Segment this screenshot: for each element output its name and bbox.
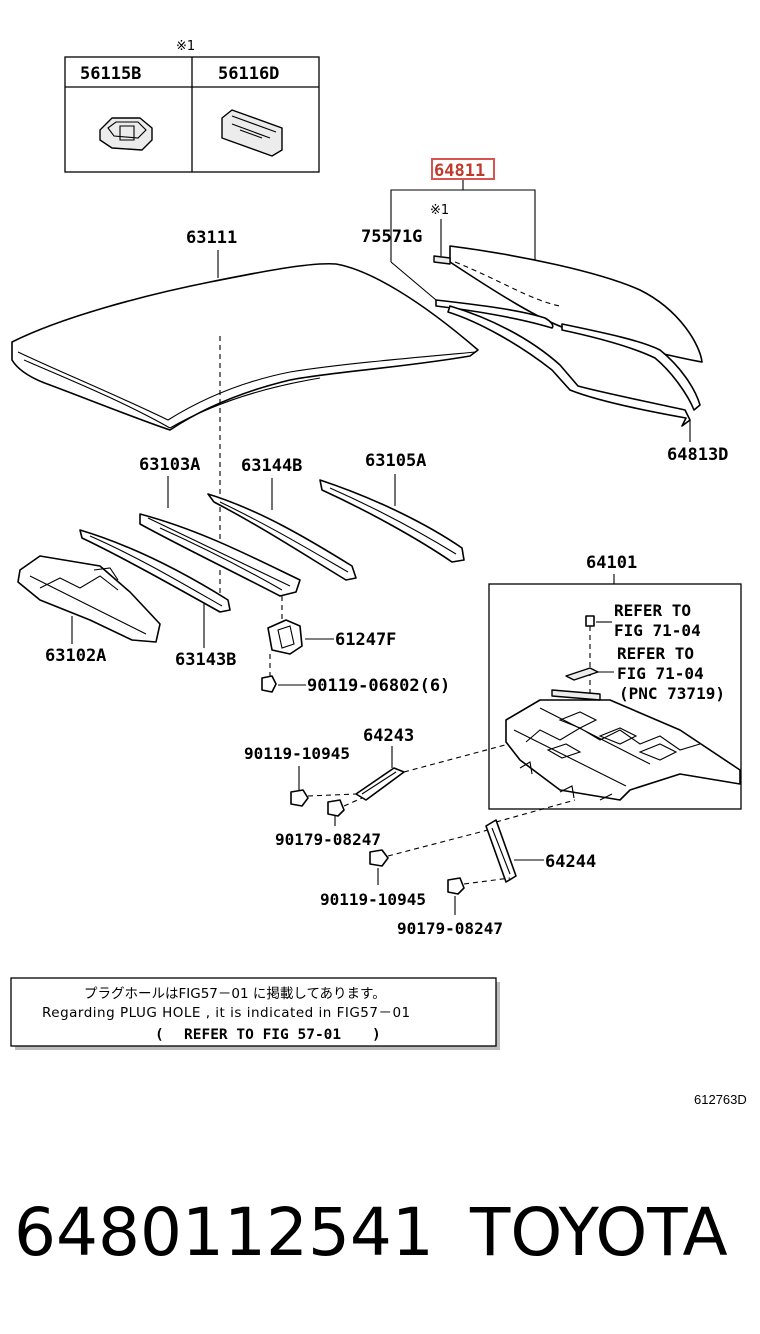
roof-bow-63144b-detail [219, 501, 349, 573]
inset-col-56115b: 56115B [80, 64, 141, 84]
caption-part-number: 6480112541 [14, 1194, 434, 1271]
label-63143b: 63143B [175, 650, 236, 670]
back-window-glass [449, 245, 703, 363]
dash-64244-tray [495, 799, 576, 823]
weatherstrip-upper-left [435, 299, 554, 329]
brace-64243-detail [361, 771, 397, 795]
label-90119-10945-a: 90119-10945 [244, 744, 350, 763]
glass-hidden-edge [454, 261, 561, 307]
package-tray-ribs [513, 707, 701, 787]
package-tray-frame [488, 583, 742, 810]
package-tray-upper-flange [551, 689, 601, 701]
weatherstrip-lower [447, 305, 691, 427]
note-line-english: Regarding PLUG HOLE , it is indicated in… [42, 1005, 411, 1021]
label-63144b: 63144B [241, 456, 302, 476]
mark-64811: ※1 [430, 203, 449, 218]
ref1-line2: FIG 71-04 [614, 621, 701, 640]
roof-bow-63103a [139, 513, 301, 597]
screw-ref1 [585, 615, 595, 627]
brace-64243 [355, 767, 405, 801]
note-frame [10, 977, 497, 1047]
ref2-line3: (PNC 73719) [619, 684, 725, 703]
label-63105a: 63105A [365, 451, 426, 471]
bolt-90119-10945-b [369, 849, 389, 867]
part-ref2 [565, 667, 599, 681]
clip-56116d-illustration [221, 109, 283, 157]
roof-bow-63144b [207, 493, 357, 581]
package-tray-group: 64101 REFER TO FIG 71-04 REFER TO FIG 71… [488, 553, 742, 810]
inset-table: ※1 56115B 56116D [64, 39, 320, 173]
roof-bow-63105a-detail [329, 487, 457, 555]
weatherstrip-right [561, 323, 701, 411]
dash-bolt-a [307, 793, 357, 797]
bracket-61247f [267, 619, 303, 655]
roof-bow-63105a [319, 479, 465, 563]
inset-col-56116d: 56116D [218, 64, 279, 84]
clip-56115b-illustration [99, 117, 153, 151]
label-90179-08247-a: 90179-08247 [275, 830, 381, 849]
ref2-line1: REFER TO [617, 644, 694, 663]
brace-group: 64243 90119-10945 90179-08247 64244 9011… [244, 726, 596, 938]
bolt-90119-10945-a [290, 789, 309, 807]
label-64101: 64101 [586, 553, 637, 573]
dash-64243-tray [403, 744, 506, 773]
ref1-line1: REFER TO [614, 601, 691, 620]
leader-75571g [390, 261, 437, 301]
ref2-line2: FIG 71-04 [617, 664, 704, 683]
roof-reinforcement-group: 63103A 63144B 63105A 63102A 63143B 61247… [17, 451, 465, 696]
front-header-63102a-detail [29, 567, 147, 635]
nut-90179-08247-a [327, 799, 345, 817]
roof-bow-63103a-detail [147, 517, 291, 591]
label-64813d: 64813D [667, 445, 728, 465]
label-90119-06802: 90119-06802(6) [307, 676, 450, 696]
figure-id: 612763D [694, 1092, 747, 1107]
note-line-close-paren: ) [372, 1027, 381, 1043]
highlight-box-64811 [431, 158, 495, 180]
front-header-63102a [17, 555, 161, 643]
roof-panel-flange [23, 359, 321, 429]
label-90179-08247-b: 90179-08247 [397, 919, 503, 938]
label-64244: 64244 [545, 852, 596, 872]
roof-panel-edge [17, 351, 477, 421]
brace-64244-detail [491, 827, 511, 875]
label-64811: 64811 [434, 161, 485, 181]
label-61247f: 61247F [335, 630, 396, 650]
inset-mark: ※1 [176, 39, 195, 54]
caption-brand: TOYOTA [469, 1194, 728, 1271]
bolt-90119-06802 [261, 675, 277, 693]
label-64243: 64243 [363, 726, 414, 746]
dash-nut-b [463, 877, 511, 885]
roof-panel [11, 262, 479, 431]
roof-bow-63143b [79, 529, 231, 613]
label-63111: 63111 [186, 228, 237, 248]
note-box: プラグホールはFIG57－01 に掲載してあります。 Regarding PLU… [10, 977, 500, 1050]
package-tray-holes [546, 711, 678, 761]
roof-panel-group: 63111 [11, 228, 479, 600]
roof-bow-63143b-detail [89, 535, 223, 607]
label-63102a: 63102A [45, 646, 106, 666]
label-75571g: 75571G [361, 227, 422, 247]
note-line-japanese: プラグホールはFIG57－01 に掲載してあります。 [84, 986, 386, 1002]
note-line-open-paren: ( [155, 1027, 164, 1043]
label-90119-10945-b: 90119-10945 [320, 890, 426, 909]
bracket-61247f-detail [277, 625, 295, 649]
dash-bolt-b [387, 829, 489, 857]
package-tray-tabs [519, 761, 613, 801]
bracket-64811 [390, 189, 536, 262]
moulding-clip-75571g [433, 255, 451, 265]
back-window-group: 64811 ※1 75571G 64813D [361, 158, 728, 465]
label-63103a: 63103A [139, 455, 200, 475]
nut-90179-08247-b [447, 877, 465, 895]
dash-nut-a [343, 797, 363, 807]
note-line-refer: REFER TO FIG 57-01 [184, 1027, 341, 1043]
